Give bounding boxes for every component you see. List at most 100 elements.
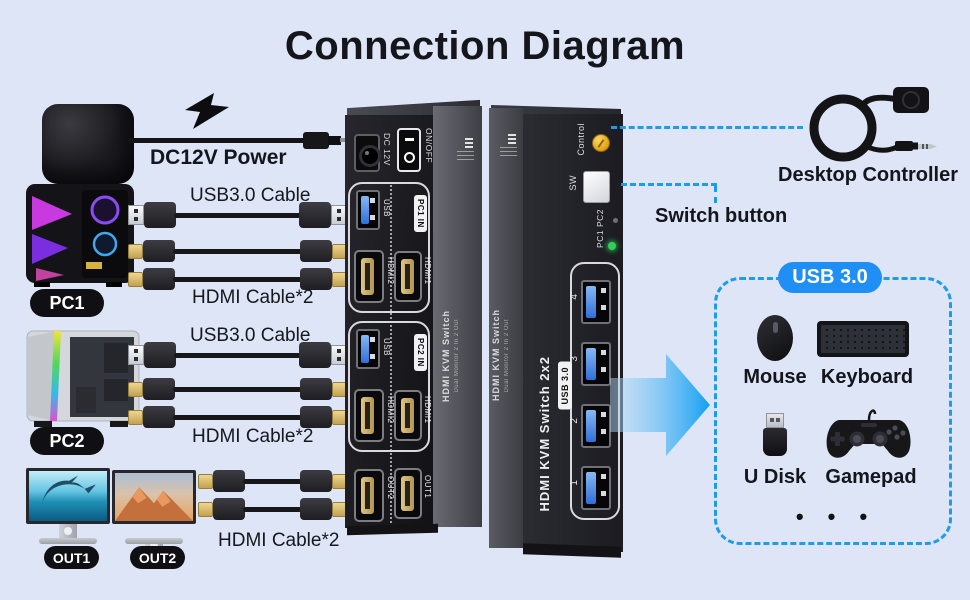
pc1-tower: [26, 184, 134, 287]
usb-port-3-label: 3: [569, 356, 580, 362]
pc2-badge: PC2: [30, 427, 104, 455]
hdmi-cable-pc2-label: HDMI Cable*2: [192, 426, 314, 447]
kvm-front-side-panel: HDMI KVM Switch Dual Monitor 2 In 2 Out: [489, 108, 523, 548]
usb-port-2-label: 2: [569, 418, 580, 424]
kvm-front-face: Control SW PC1 PC2 4 3 2 1 USB 3.0 HDMI …: [523, 114, 623, 552]
power-adapter: [42, 104, 134, 184]
hdmi-plug-tip: [198, 473, 213, 489]
cable-cord: [173, 248, 302, 254]
sw-button-label: SW: [568, 175, 578, 191]
usb-plug-tip: [128, 345, 144, 365]
kvm-switch-back-view: HDMI KVM Switch Dual Monitor 2 In 2 Out …: [345, 99, 482, 536]
pc2-tower: [26, 330, 140, 427]
hdmi-plug: [300, 470, 332, 492]
hdmi-plug: [143, 406, 175, 428]
hdmi-plug: [143, 378, 175, 400]
usb-port-pc2in: [356, 329, 380, 369]
udisk-label: U Disk: [743, 466, 807, 488]
dc-plug-pin: [340, 138, 347, 142]
usb-port-4: [581, 280, 611, 324]
monitor-out1-wallpaper: [29, 471, 107, 521]
sw-button: [583, 171, 610, 203]
hdmi-cable-pc1-b: [128, 268, 347, 290]
cable-cord: [243, 506, 302, 512]
usb-port-2: [581, 404, 611, 448]
dotted-divider: [390, 185, 392, 527]
usb-port-pc2in-label: USB: [382, 338, 391, 356]
cable-cord: [174, 352, 301, 358]
hdmi1-port-pc1in: [394, 251, 422, 302]
side-title: HDMI KVM Switch: [491, 309, 501, 402]
hdmi-plug: [300, 268, 332, 290]
pc2-in-group: [348, 321, 430, 452]
out2-port-label: OUT2: [386, 476, 395, 500]
keyboard-label: Keyboard: [820, 366, 914, 388]
usb-cable-pc2: [128, 342, 347, 368]
hdmi-plug: [300, 406, 332, 428]
dc-plug-tip: [328, 136, 341, 145]
kvm-front-bottom: [523, 543, 621, 558]
hdmi-plug: [143, 240, 175, 262]
control-jack-port: [592, 134, 610, 152]
switch-button-label: Switch button: [655, 205, 788, 227]
hdmi2-port-pc2in: [354, 389, 384, 442]
hdmi2-port-pc2in-label: HDMI2: [386, 396, 395, 424]
usb-cable-pc1: [128, 202, 347, 228]
mouse-icon: [757, 315, 793, 361]
udisk-icon: [762, 413, 788, 456]
hdmi-plug: [213, 498, 245, 520]
usb-plug: [144, 202, 176, 228]
monitor-out1-base: [39, 538, 97, 544]
monitor-out2: [112, 470, 196, 524]
desktop-controller-label: Desktop Controller: [778, 164, 959, 186]
cable-cord: [243, 478, 302, 484]
hdmi-plug: [300, 240, 332, 262]
kvm-back-face: DC 12V ON/OFF USB HDMI2 HDMI1 PC1 IN USB…: [345, 115, 434, 528]
usb30-device-badge: USB 3.0: [558, 362, 572, 410]
cable-cord: [173, 276, 302, 282]
usb-port-3: [581, 342, 611, 386]
dc12v-port-label: DC 12V: [382, 133, 392, 166]
hdmi-plug: [300, 378, 332, 400]
power-label: DC12V Power: [150, 146, 287, 169]
hdmi-cable-pc1-label: HDMI Cable*2: [192, 287, 314, 308]
side-subtitle: Dual Monitor 2 In 2 Out: [454, 319, 460, 393]
hdmi1-port-pc1in-label: HDMI1: [423, 257, 432, 285]
kvm-back-bottom: [347, 523, 438, 536]
out1-port: [394, 468, 422, 519]
hdmi-plug-tip: [128, 271, 143, 287]
usb-cable-pc2-label: USB3.0 Cable: [190, 325, 311, 346]
hdmi1-port-pc2in-label: HDMI1: [423, 396, 432, 424]
pc2-in-tag: PC2 IN: [414, 334, 427, 371]
side-title: HDMI KVM Switch: [441, 309, 451, 402]
page-title: Connection Diagram: [284, 24, 686, 68]
hdmi-plug-tip: [128, 409, 143, 425]
monitor-out2-base: [125, 538, 183, 544]
dc-plug: [303, 132, 329, 149]
mouse-label: Mouse: [743, 366, 807, 388]
hdmi2-port-pc1in-label: HDMI2: [386, 257, 395, 285]
gamepad-label: Gamepad: [825, 466, 917, 488]
usb-port-pc1in-label: USB: [382, 199, 391, 217]
hdmi-cable-pc2-a: [128, 378, 347, 400]
more-dots: • • •: [795, 504, 877, 529]
hdmi-plug-tip: [128, 243, 143, 259]
usb-plug: [299, 202, 331, 228]
usb30-badge: USB 3.0: [778, 262, 882, 293]
side-subtitle: Dual Monitor 2 In 2 Out: [504, 318, 510, 393]
monitor-out1-stand: [59, 524, 77, 539]
pc1-in-tag: PC1 IN: [414, 195, 427, 232]
cable-cord: [174, 212, 301, 218]
switch-dashed-line: [621, 183, 717, 186]
hdmi-cable-out-b: [198, 498, 347, 520]
spec-marks: [500, 132, 518, 156]
kvm-back-side-panel: HDMI KVM Switch Dual Monitor 2 In 2 Out: [433, 106, 482, 527]
pc1-badge: PC1: [30, 289, 104, 317]
hdmi-cable-out-label: HDMI Cable*2: [218, 530, 340, 551]
out2-port: [354, 469, 384, 522]
hdmi-cable-pc2-b: [128, 406, 347, 428]
pc-led-label: PC1 PC2: [595, 209, 605, 248]
usb-plug: [144, 342, 176, 368]
udisk-metal: [766, 413, 784, 428]
